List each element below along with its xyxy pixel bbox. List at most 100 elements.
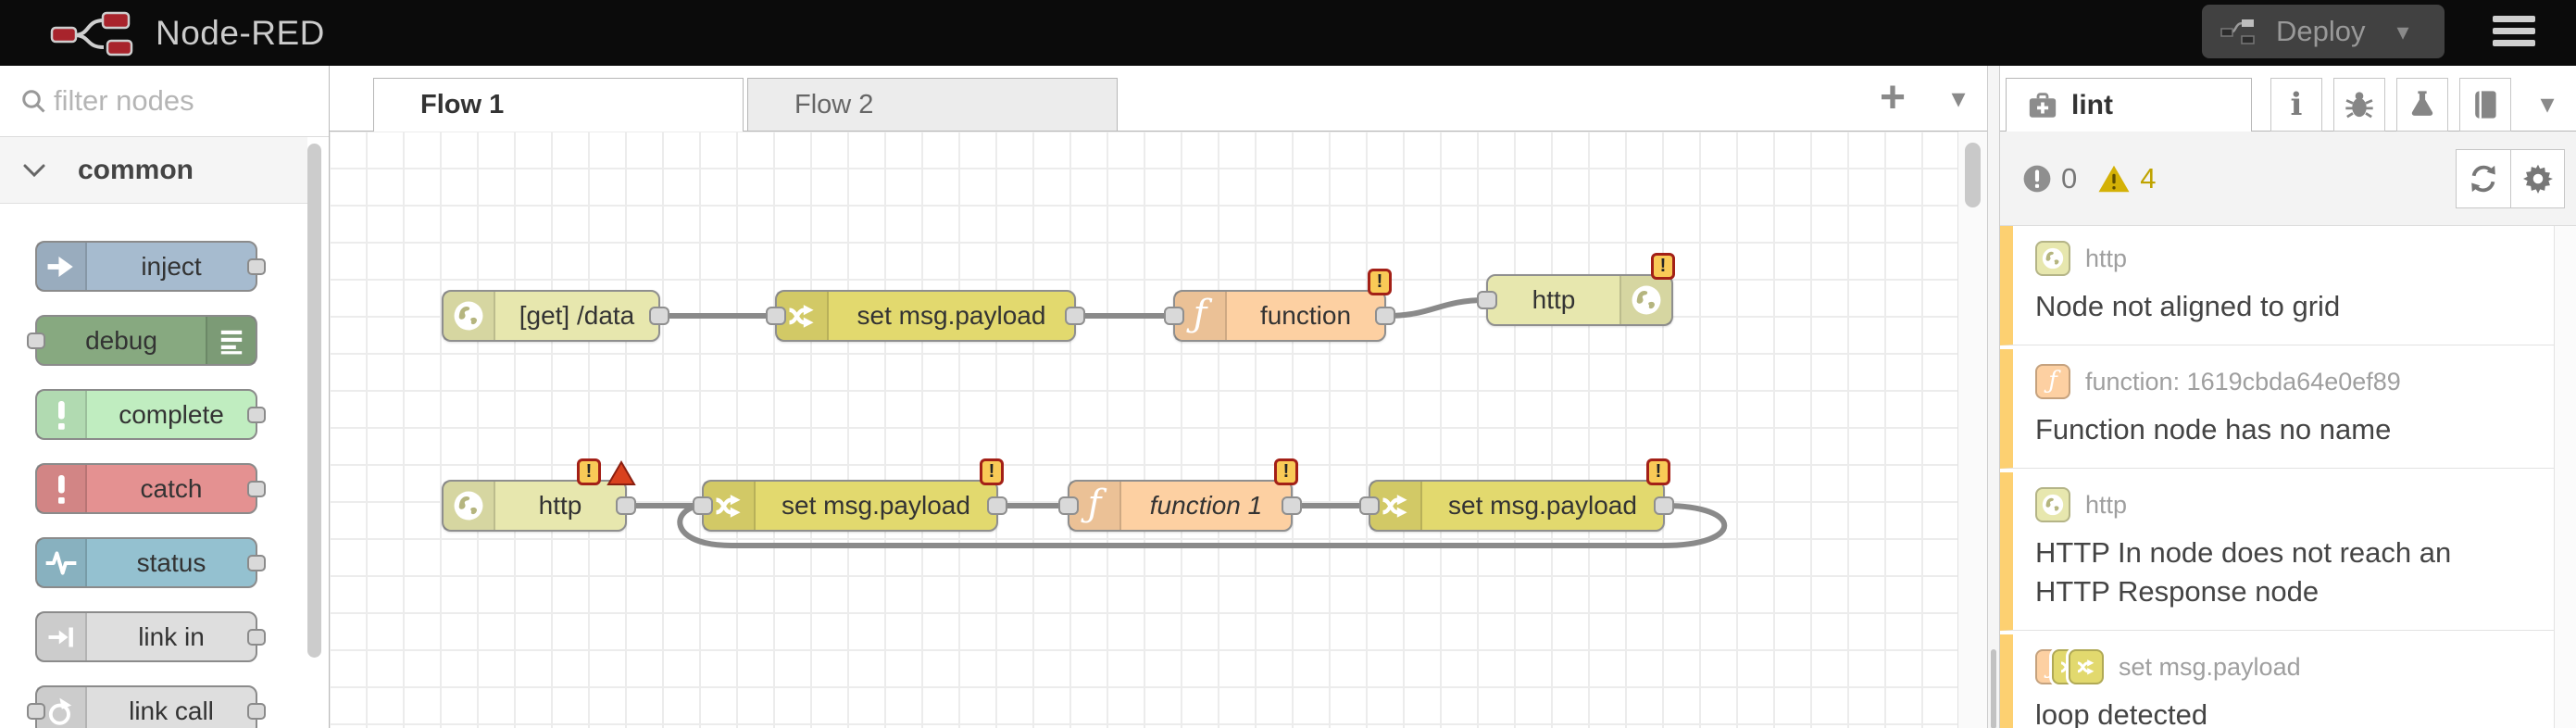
lint-issue-loop[interactable]: ƒ set msg.payload loop detected (2000, 634, 2554, 728)
input-port[interactable] (27, 333, 45, 349)
scrollbar-thumb[interactable] (307, 144, 321, 658)
main-menu-button[interactable] (2493, 16, 2539, 51)
flow-node-change-3[interactable]: set msg.payload ! (1359, 458, 1674, 532)
deploy-chevron-down-icon[interactable]: ▾ (2396, 17, 2409, 45)
output-port[interactable] (247, 555, 266, 571)
lint-issue-grid[interactable]: http Node not aligned to grid (2000, 226, 2554, 345)
palette-node-label: status (136, 547, 206, 577)
input-port[interactable] (766, 307, 786, 325)
output-port[interactable] (1654, 496, 1674, 515)
input-port[interactable] (1058, 496, 1079, 515)
wire-loop[interactable] (677, 503, 1728, 548)
input-port[interactable] (693, 496, 713, 515)
lint-issue-list: http Node not aligned to grid ƒ function… (2000, 226, 2554, 728)
input-port[interactable] (1164, 307, 1184, 325)
scrollbar-thumb[interactable] (1965, 143, 1981, 207)
settings-button[interactable] (2510, 150, 2564, 207)
workspace-column: Flow 1 Flow 2 + ▾ [ (330, 66, 1987, 728)
header-bar: Node-RED Deploy ▾ (0, 0, 2576, 66)
deploy-button[interactable]: Deploy ▾ (2202, 5, 2445, 58)
output-port[interactable] (247, 258, 266, 275)
lint-actions (2456, 149, 2565, 208)
flow-node-http-in-2[interactable]: http ! (442, 458, 636, 532)
debug-tab-button[interactable] (2333, 78, 2385, 132)
change-node-icon (2069, 649, 2104, 684)
warning-badge-icon: ! (980, 458, 1004, 485)
resize-grip[interactable] (1991, 649, 1996, 728)
tab-lint[interactable]: lint (2006, 78, 2252, 132)
output-port[interactable] (247, 481, 266, 497)
output-port[interactable] (649, 307, 669, 325)
issue-message: HTTP In node does not reach an HTTP Resp… (2035, 536, 2452, 608)
flow-node-function[interactable]: ƒ function ! (1164, 269, 1395, 342)
palette-node-label: link in (138, 621, 205, 651)
node-label: function (1259, 301, 1352, 330)
output-port[interactable] (1282, 496, 1302, 515)
output-port[interactable] (987, 496, 1007, 515)
node-label: [get] /data (519, 301, 635, 330)
error-count: 0 (2061, 162, 2078, 195)
output-port[interactable] (1375, 307, 1395, 325)
sidebar-tabs-chevron-icon[interactable]: ▾ (2540, 89, 2555, 119)
palette-node-status[interactable]: status (35, 537, 266, 588)
lint-issue-noname[interactable]: ƒ function: 1619cbda64e0ef89 Function no… (2000, 349, 2554, 469)
tab-flow-1[interactable]: Flow 1 (373, 78, 744, 132)
sidebar-tab-label: lint (2071, 90, 2113, 120)
output-port[interactable] (616, 496, 636, 515)
issue-node-name: function: 1619cbda64e0ef89 (2085, 367, 2401, 395)
output-port[interactable] (247, 629, 266, 646)
output-port[interactable] (1065, 307, 1085, 325)
medkit-icon (2029, 93, 2057, 118)
palette-node-debug[interactable]: debug (27, 315, 257, 366)
flow-node-http-in-get-data[interactable]: [get] /data (442, 290, 669, 342)
node-label: http (1532, 285, 1576, 314)
palette-node-link-call[interactable]: link call (27, 685, 266, 728)
flow-node-function-1[interactable]: ƒ function 1 ! (1058, 458, 1302, 532)
flow-node-change-1[interactable]: set msg.payload (766, 290, 1085, 342)
sidebar-resize-handle[interactable] (1987, 66, 2000, 728)
palette-node-catch[interactable]: catch (35, 463, 266, 514)
info-icon: i (2290, 86, 2303, 123)
palette-node-label: link call (129, 696, 214, 725)
input-port[interactable] (1359, 496, 1380, 515)
http-in-node-icon (2035, 487, 2070, 522)
heartbeat-icon (37, 539, 87, 586)
output-port[interactable] (247, 703, 266, 720)
palette-scrollbar[interactable] (306, 140, 324, 725)
flow-tab-bar: Flow 1 Flow 2 + ▾ (330, 66, 1987, 132)
lint-issue-no-response[interactable]: http HTTP In node does not reach an HTTP… (2000, 472, 2554, 631)
flow-canvas[interactable]: [get] /data set msg.payload ƒ function ! (330, 132, 1987, 728)
flow-list-chevron-icon[interactable]: ▾ (1951, 83, 1966, 114)
help-tab-button[interactable] (2459, 78, 2511, 132)
palette-node-complete[interactable]: complete (35, 389, 266, 440)
issue-node-name: set msg.payload (2119, 652, 2301, 681)
issue-node-name: http (2085, 490, 2128, 519)
refresh-button[interactable] (2457, 150, 2510, 207)
warning-badge-icon: ! (577, 458, 601, 485)
palette-category-common[interactable]: common (0, 137, 307, 204)
palette-node-inject[interactable]: inject (35, 241, 266, 292)
canvas-scrollbar[interactable] (1957, 132, 1987, 728)
sidebar-tab-bar: lint i (2000, 66, 2576, 132)
globe-icon (1619, 276, 1671, 324)
hamburger-icon (2493, 28, 2535, 34)
output-port[interactable] (247, 407, 266, 423)
input-port[interactable] (1477, 291, 1497, 309)
filter-nodes-input[interactable] (54, 79, 304, 123)
input-port[interactable] (27, 703, 45, 720)
globe-icon (444, 482, 495, 530)
right-sidebar: lint i (2000, 66, 2576, 728)
issue-message: loop detected (2035, 698, 2208, 728)
add-flow-button[interactable]: + (1879, 73, 1907, 122)
sidebar-scrollbar[interactable] (2554, 226, 2576, 728)
palette-node-link-in[interactable]: link in (35, 611, 266, 662)
hamburger-icon (2493, 40, 2535, 46)
book-icon (2475, 91, 2496, 119)
tests-tab-button[interactable] (2396, 78, 2448, 132)
info-tab-button[interactable]: i (2270, 78, 2322, 132)
tab-flow-2[interactable]: Flow 2 (747, 78, 1118, 132)
flow-node-http-response[interactable]: http ! (1477, 253, 1675, 326)
wire[interactable] (1383, 297, 1489, 319)
flow-node-change-2[interactable]: set msg.payload ! (693, 458, 1007, 532)
